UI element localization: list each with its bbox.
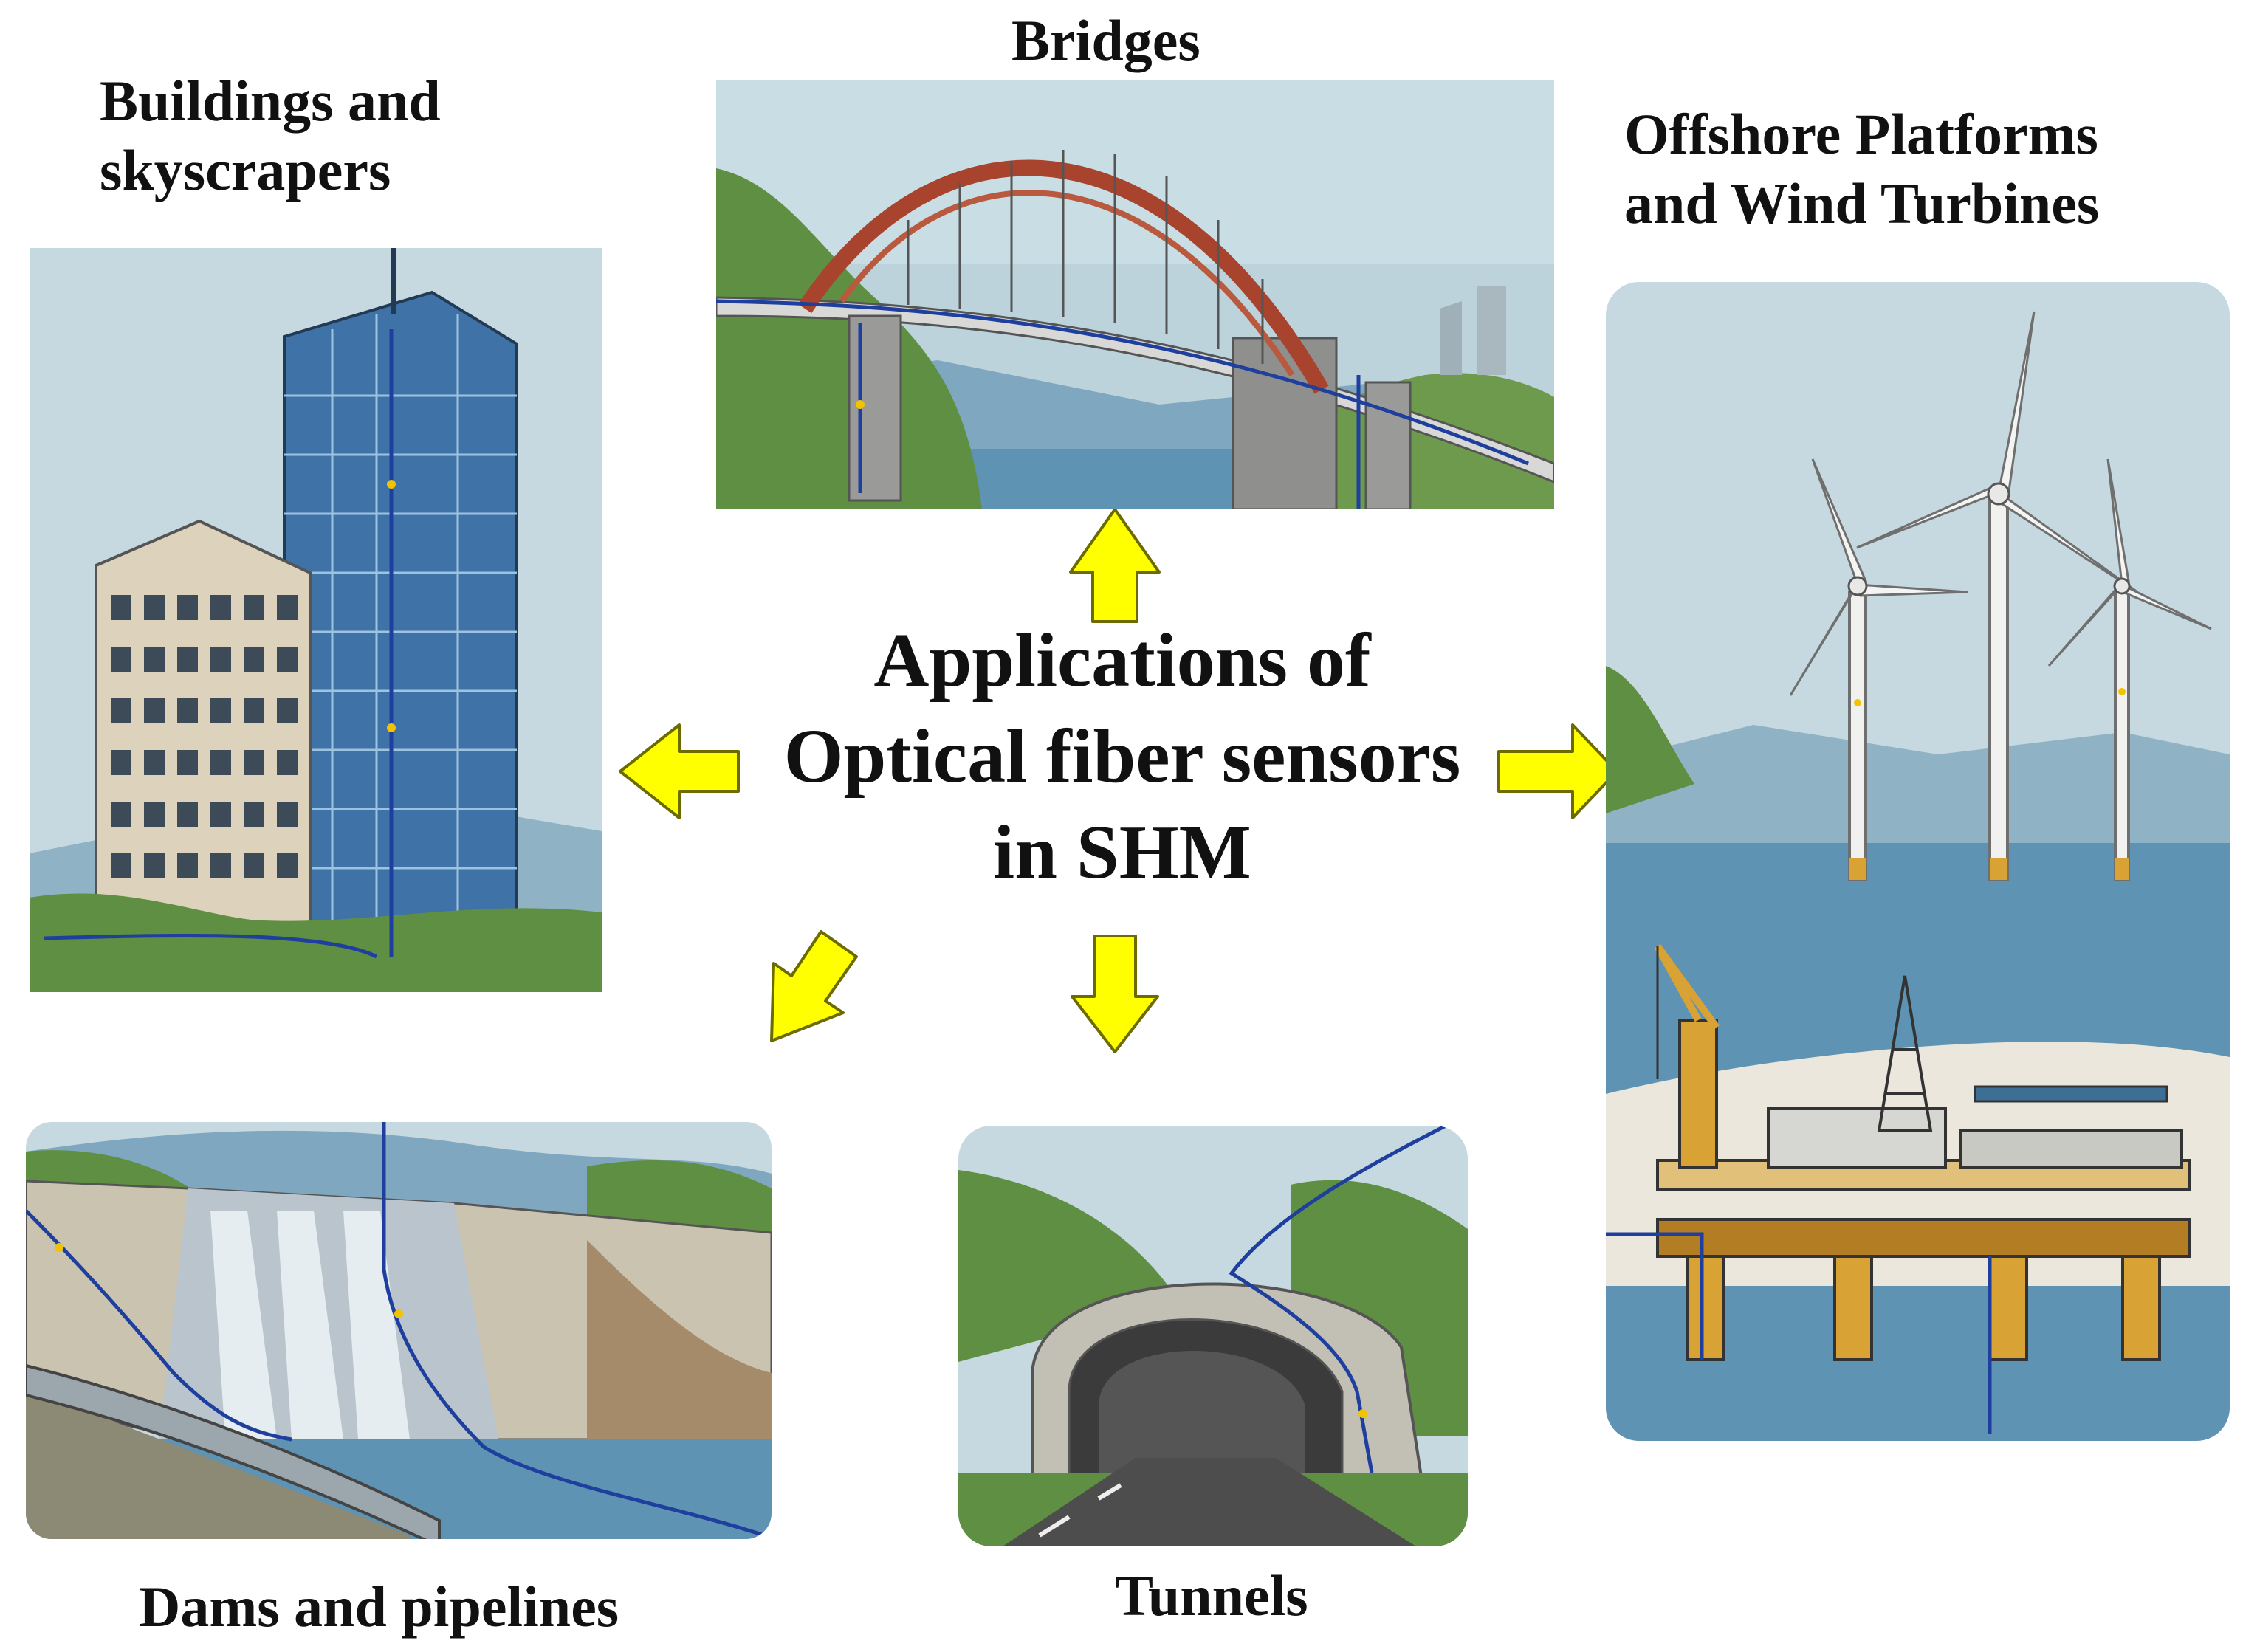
label-dams: Dams and pipelines [139, 1574, 619, 1639]
buildings-illustration [30, 248, 602, 992]
label-offshore-line1: Offshore Platforms [1624, 102, 2098, 166]
label-offshore: Offshore Platforms and Wind Turbines [1624, 100, 2099, 238]
tunnels-illustration [958, 1126, 1468, 1546]
arrow-right-to-offshore [1497, 723, 1618, 819]
offshore-illustration [1606, 282, 2230, 1441]
arrow-diagonal-to-dams [770, 930, 858, 1042]
label-buildings: Buildings and skyscrapers [100, 66, 441, 204]
bridges-illustration [716, 80, 1554, 509]
label-bridges: Bridges [1011, 8, 1200, 72]
center-title-line3: in SHM [993, 810, 1251, 895]
arrow-down-to-tunnels [1071, 935, 1159, 1053]
center-title-line1: Applications of [873, 618, 1371, 703]
label-buildings-line1: Buildings and [100, 69, 441, 133]
center-title: Applications of Optical fiber sensors in… [694, 613, 1550, 901]
arrow-left-to-buildings [619, 723, 740, 819]
label-buildings-line2: skyscrapers [100, 137, 391, 202]
arrow-up-to-bridges [1069, 508, 1161, 623]
dams-illustration [26, 1122, 772, 1539]
label-offshore-line2: and Wind Turbines [1624, 171, 2100, 235]
label-tunnels: Tunnels [1115, 1563, 1308, 1628]
center-title-line2: Optical fiber sensors [783, 714, 1461, 799]
